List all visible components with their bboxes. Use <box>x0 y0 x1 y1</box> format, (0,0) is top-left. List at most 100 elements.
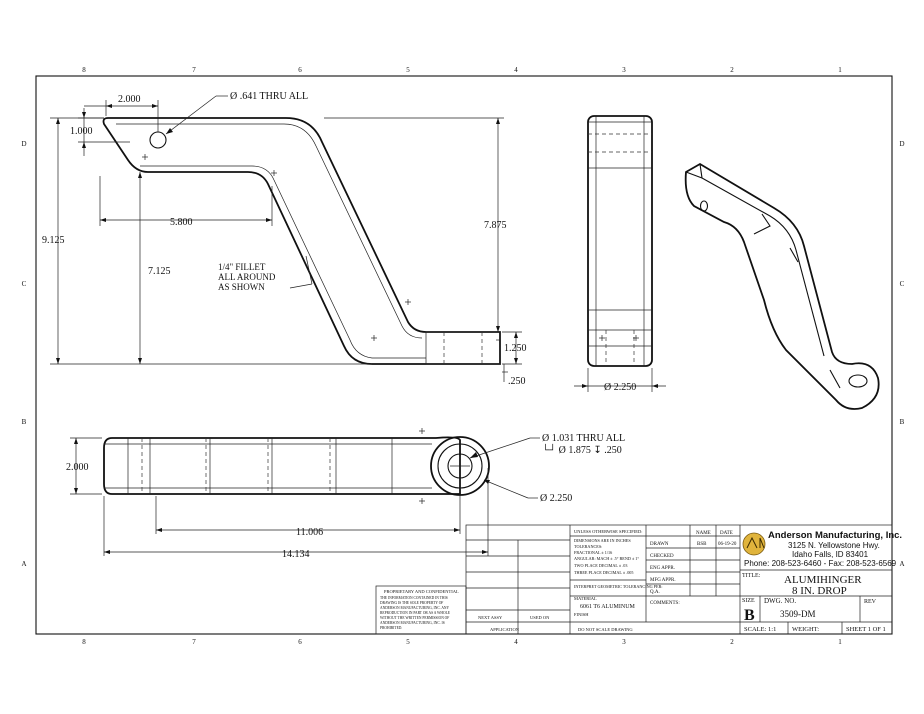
end-view-outline <box>587 115 653 367</box>
proprietary-line-7: PROHIBITED. <box>380 626 402 630</box>
tolerance-line-4: ANGULAR: MACH ± .5° BEND ± 1° <box>574 556 639 561</box>
zone-label-bottom: 5 <box>406 638 410 646</box>
zone-label-right: B <box>900 418 905 426</box>
scale: SCALE: 1:1 <box>744 626 776 633</box>
company-address-2: Idaho Falls, ID 83401 <box>792 550 869 559</box>
unless-note: UNLESS OTHERWISE SPECIFIED: <box>574 529 643 534</box>
zone-label-top: 8 <box>82 66 86 74</box>
zone-label-left: A <box>21 560 26 568</box>
proprietary-line-2: DRAWING IS THE SOLE PROPERTY OF <box>380 601 443 605</box>
drawing-title-2: 8 IN. DROP <box>792 585 847 597</box>
eng-appr-label: ENG APPR. <box>650 566 675 571</box>
application-label: APPLICATION <box>490 627 520 632</box>
tolerance-line-6: THREE PLACE DECIMAL ± .005 <box>574 570 634 575</box>
sheet-border <box>35 75 893 635</box>
zone-label-left: C <box>22 280 27 288</box>
interpret-note: INTERPRET GEOMETRIC TOLERANCING PER: <box>574 584 663 589</box>
fillet-note-line-3: AS SHOWN <box>218 282 265 292</box>
company-phone: Phone: 208-523-6460 - Fax: 208-523-6569 <box>744 559 897 568</box>
tolerance-line-2: TOLERANCES: <box>574 544 602 549</box>
dim-top-height: 1.000 <box>70 126 93 137</box>
side-view-hole <box>149 131 167 149</box>
dwg-no-value: 3509-DM <box>780 609 816 619</box>
side-view: 2.000 1.000 Ø .641 THRU ALL 5.800 9.125 … <box>42 91 527 387</box>
dim-overall-height: 9.125 <box>42 235 65 246</box>
top-view-hole-note-1: Ø 1.031 THRU ALL <box>542 433 625 444</box>
do-not-scale: DO NOT SCALE DRAWING <box>578 627 633 632</box>
iso-ball-hole <box>848 374 868 388</box>
next-assy-label: NEXT ASSY <box>478 615 503 620</box>
proprietary-line-4: REPRODUCTION IN PART OR AS A WHOLE <box>380 611 451 615</box>
company-logo <box>742 532 766 556</box>
drawn-by: BSB <box>697 542 707 547</box>
title-label: TITLE: <box>742 573 761 579</box>
finish-label: FINISH <box>574 612 589 617</box>
zone-label-bottom: 1 <box>838 638 842 646</box>
title-block: Anderson Manufacturing, Inc. 3125 N. Yel… <box>375 524 902 635</box>
top-view-hole-note-2: └┘ Ø 1.875 ↧ .250 <box>542 443 622 456</box>
top-view-width-dim: 2.000 <box>66 462 89 473</box>
zone-label-top: 1 <box>838 66 842 74</box>
end-view-width-dim: Ø 2.250 <box>604 382 636 393</box>
zone-label-left: D <box>21 140 26 148</box>
comments-label: COMMENTS: <box>650 601 680 606</box>
proprietary-line-1: THE INFORMATION CONTAINED IN THIS <box>380 596 448 600</box>
zone-label-top: 7 <box>192 66 196 74</box>
tolerance-line-3: FRACTIONAL ± 1/16 <box>574 550 612 555</box>
zone-label-right: A <box>899 560 904 568</box>
mfg-appr-label: MFG APPR. <box>650 578 676 583</box>
proprietary-line-3: ANDERSON MANUFACTURING, INC. ANY <box>380 606 450 611</box>
dim-drop: 7.125 <box>148 266 171 277</box>
zone-label-bottom: 7 <box>192 638 196 646</box>
checked-label: CHECKED <box>650 554 674 559</box>
weight: WEIGHT: <box>792 626 819 633</box>
zone-label-top: 3 <box>622 66 626 74</box>
material-label: MATERIAL <box>574 596 597 601</box>
side-hole-note: Ø .641 THRU ALL <box>230 91 308 102</box>
fillet-note-line-1: 1/4" FILLET <box>218 262 266 272</box>
size-value: B <box>744 607 755 624</box>
proprietary-box <box>375 585 467 635</box>
side-view-fillet-line-2 <box>140 165 426 359</box>
fillet-note-line-2: ALL AROUND <box>218 272 276 282</box>
zone-label-left: B <box>22 418 27 426</box>
zone-label-top: 4 <box>514 66 518 74</box>
company-address-1: 3125 N. Yellowstone Hwy. <box>788 541 880 550</box>
rev-label: REV <box>864 599 877 605</box>
zone-label-top: 2 <box>730 66 734 74</box>
drawn-date: 06-19-20 <box>718 542 737 547</box>
zone-label-right: C <box>900 280 905 288</box>
zone-label-right: D <box>899 140 904 148</box>
tolerance-line-1: DIMENSIONS ARE IN INCHES <box>574 538 631 543</box>
dwg-no-label: DWG. NO. <box>764 597 796 605</box>
isometric-view <box>684 162 880 410</box>
top-view-overall-dim: 14.134 <box>282 549 310 560</box>
dim-top-width: 2.000 <box>118 94 141 105</box>
date-header: DATE <box>720 531 733 536</box>
used-on-label: USED ON <box>530 615 550 620</box>
side-view-outline <box>102 117 501 365</box>
proprietary-line-5: WITHOUT THE WRITTEN PERMISSION OF <box>380 616 449 620</box>
dim-lip: .250 <box>508 376 526 387</box>
top-view-ball-dim: Ø 2.250 <box>540 493 572 504</box>
iso-outline <box>684 162 880 410</box>
sheet-count: SHEET 1 OF 1 <box>846 626 886 633</box>
top-view-length-dim: 11.006 <box>296 527 323 538</box>
proprietary-line-6: ANDERSON MANUFACTURING, INC. IS <box>380 621 445 626</box>
zone-label-bottom: 6 <box>298 638 302 646</box>
zone-label-top: 6 <box>298 66 302 74</box>
side-view-fillet-line <box>116 123 423 339</box>
size-label: SIZE <box>742 598 755 604</box>
dim-receiver-height: 1.250 <box>504 343 527 354</box>
company-name: Anderson Manufacturing, Inc. <box>768 530 902 541</box>
drawing-title-1: ALUMIHINGER <box>784 574 862 586</box>
top-view: 2.000 11.006 14.134 Ø 1.031 THRU ALL └┘ … <box>66 428 625 560</box>
top-view-outline <box>103 436 461 495</box>
tolerance-line-5: TWO PLACE DECIMAL ± .03 <box>574 563 627 568</box>
zone-label-bottom: 8 <box>82 638 86 646</box>
proprietary-heading: PROPRIETARY AND CONFIDENTIAL <box>384 589 459 594</box>
drawn-label: DRAWN <box>650 542 669 547</box>
zone-label-bottom: 4 <box>514 638 518 646</box>
